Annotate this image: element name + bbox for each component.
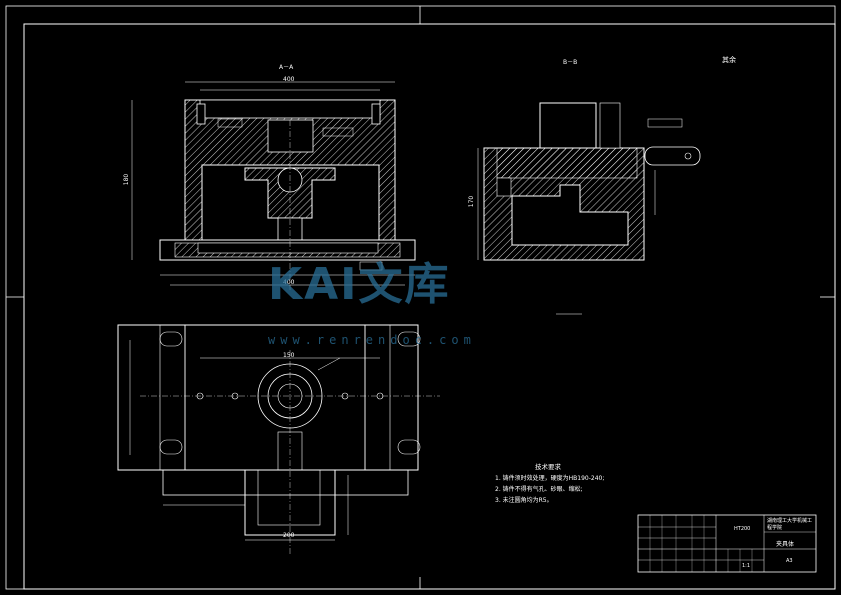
title-block-sheet: A3 bbox=[786, 558, 793, 564]
requirement-item: 3. 未注圆角均为R5。 bbox=[495, 497, 553, 504]
title-block bbox=[637, 514, 817, 573]
watermark-url: www.renrendoc.com bbox=[268, 333, 476, 347]
requirement-item: 2. 铸件不得有气孔、砂眼、缩松; bbox=[495, 486, 583, 493]
watermark-logo: KAI文库 bbox=[268, 259, 451, 310]
dim-plan-bottom: 200 bbox=[283, 532, 295, 539]
title-block-material: HT200 bbox=[734, 526, 751, 532]
title-block-scale: 1:1 bbox=[742, 563, 751, 569]
requirements-title: 技术要求 bbox=[535, 463, 561, 471]
dim-side-height: 170 bbox=[468, 195, 476, 208]
dim-bottom-width: 400 bbox=[283, 279, 295, 286]
technical-requirements: 技术要求 1. 铸件须时效处理，硬度为HB190-240; 2. 铸件不得有气孔… bbox=[495, 462, 604, 506]
plan-view bbox=[117, 324, 440, 555]
dim-top-center: 400 bbox=[283, 76, 295, 83]
side-section-view bbox=[477, 102, 701, 315]
requirement-item: 1. 铸件须时效处理，硬度为HB190-240; bbox=[495, 475, 605, 482]
front-section-view bbox=[131, 81, 416, 290]
section-label-a: A－A bbox=[279, 64, 294, 71]
dim-plan-width: 150 bbox=[283, 352, 295, 359]
inner-border bbox=[23, 23, 836, 590]
roughness-note: 其余 bbox=[722, 56, 736, 64]
title-block-drawing-name: 夹具体 bbox=[776, 541, 795, 548]
section-label-b: B－B bbox=[563, 59, 578, 66]
dim-left-height: 180 bbox=[123, 173, 131, 186]
title-block-school: 湖南理工大学机械工程学院 bbox=[767, 518, 813, 531]
